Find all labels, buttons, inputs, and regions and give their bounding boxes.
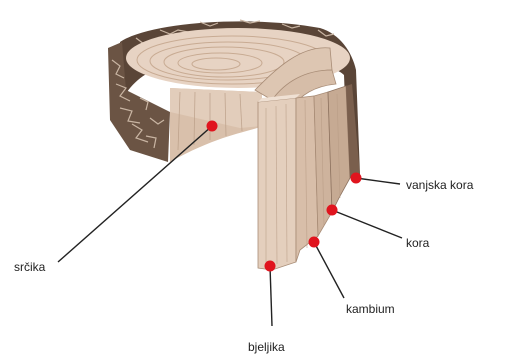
leader-vanjska-kora xyxy=(356,178,400,184)
label-bjeljika: bjeljika xyxy=(248,340,285,354)
leader-bjeljika xyxy=(270,266,272,326)
leader-kambium xyxy=(314,242,344,298)
marker-bjeljika xyxy=(265,261,276,272)
label-kambium: kambium xyxy=(346,302,395,316)
marker-vanjska-kora xyxy=(351,173,362,184)
marker-kora xyxy=(327,205,338,216)
label-vanjska-kora: vanjska kora xyxy=(406,178,473,192)
label-srcika: srčika xyxy=(14,260,45,274)
leader-kora xyxy=(332,210,402,238)
marker-kambium xyxy=(309,237,320,248)
strip-outer-bark xyxy=(328,86,350,212)
marker-srcika xyxy=(207,121,218,132)
label-kora: kora xyxy=(406,236,429,250)
